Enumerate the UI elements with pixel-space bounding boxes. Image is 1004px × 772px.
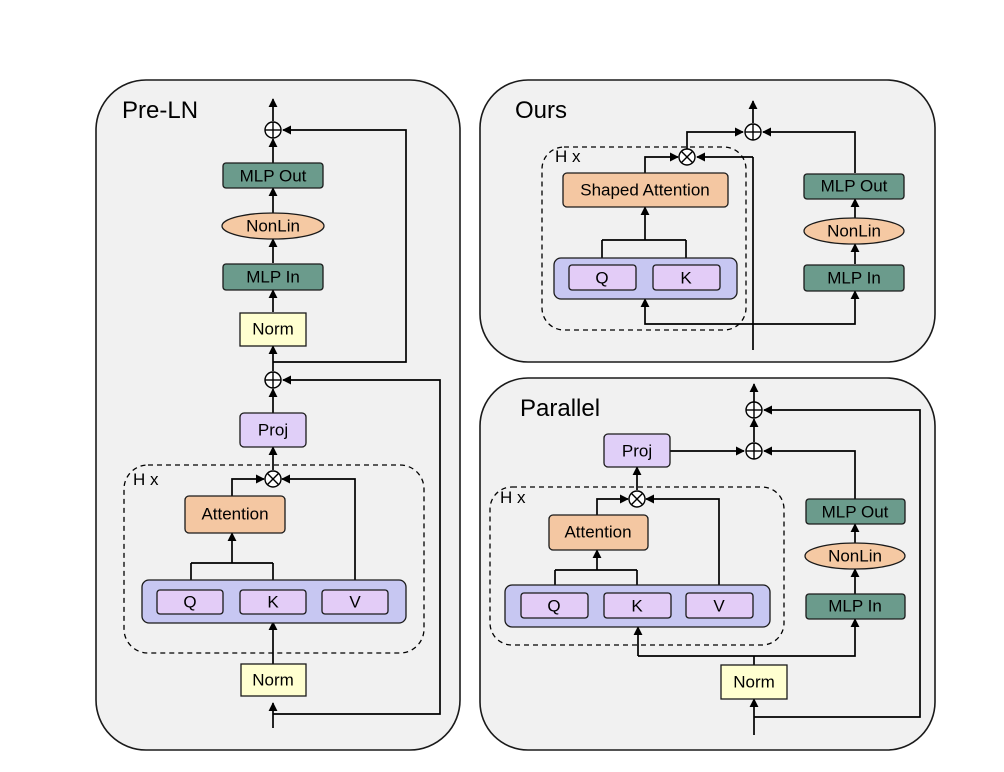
- ours-nonlin-label: NonLin: [827, 222, 881, 241]
- preln-v-label: V: [349, 593, 361, 612]
- preln-mlp-in: [222, 263, 324, 291]
- preln-wires: [190, 98, 441, 728]
- parallel-q-box: [520, 592, 589, 619]
- preln-heads-label: H x: [133, 470, 159, 489]
- circle-plus-icon: [264, 121, 282, 139]
- ours-shaped-attention-label: Shaped Attention: [580, 181, 710, 200]
- parallel-mlp-in: [805, 593, 906, 620]
- ours-nonlin: [803, 217, 905, 245]
- preln-nonlin: [221, 212, 325, 240]
- circle-plus-icon: [264, 371, 282, 389]
- preln-title: Pre-LN: [122, 97, 198, 124]
- ours-k-label: K: [680, 269, 692, 288]
- circle-times-icon: [678, 148, 696, 166]
- circle-plus-icon: [744, 123, 762, 141]
- ours-wires: [601, 100, 860, 350]
- ours-mlp-out: [803, 173, 905, 200]
- parallel-proj-label: Proj: [622, 442, 652, 461]
- parallel-v-label: V: [713, 597, 725, 616]
- preln-attention: [184, 495, 286, 534]
- parallel-norm: [720, 664, 788, 700]
- parallel-proj: [603, 433, 671, 468]
- parallel-mlp-out: [805, 498, 906, 525]
- parallel-norm-label: Norm: [733, 673, 775, 692]
- preln-mlp-out: [222, 162, 324, 189]
- preln-k-box: [239, 589, 307, 615]
- circle-times-icon: [628, 490, 646, 508]
- parallel-q-label: Q: [547, 597, 560, 616]
- parallel-heads-label: H x: [500, 488, 526, 507]
- preln-norm-bottom: [240, 663, 307, 697]
- preln-mlp-out-label: MLP Out: [240, 167, 307, 186]
- preln-proj-label: Proj: [258, 421, 288, 440]
- parallel-mlp-out-label: MLP Out: [822, 503, 889, 522]
- preln-norm-bottom-label: Norm: [252, 671, 294, 690]
- parallel-attention: [548, 514, 649, 551]
- parallel-wires: [554, 383, 921, 735]
- ours-heads-group: [541, 146, 747, 331]
- ours-shaped-attention: [562, 172, 729, 208]
- parallel-v-box: [685, 592, 754, 619]
- ours-mlp-in-label: MLP In: [827, 269, 881, 288]
- preln-norm-top: [239, 312, 307, 347]
- parallel-nonlin: [804, 542, 906, 570]
- ours-title: Ours: [515, 97, 567, 124]
- parallel-k-label: K: [631, 597, 643, 616]
- circle-plus-icon: [745, 442, 763, 460]
- parallel-mlp-in-label: MLP In: [828, 597, 882, 616]
- ours-k-box: [652, 264, 721, 291]
- ours-q-box: [568, 264, 637, 291]
- preln-proj: [239, 412, 307, 448]
- preln-norm-top-label: Norm: [252, 320, 294, 339]
- ours-panel: Ours H x Shaped Attention Q K MLP Out: [479, 79, 936, 363]
- parallel-heads-group: [489, 486, 785, 646]
- circle-times-icon: [264, 470, 282, 488]
- preln-attention-label: Attention: [201, 505, 268, 524]
- ours-q-label: Q: [595, 269, 608, 288]
- parallel-k-box: [603, 592, 672, 619]
- ours-mlp-in: [803, 264, 905, 292]
- preln-v-box: [321, 589, 389, 615]
- parallel-nonlin-label: NonLin: [828, 547, 882, 566]
- preln-k-label: K: [267, 593, 279, 612]
- preln-panel: Pre-LN H x MLP Out NonLin: [95, 79, 461, 751]
- ours-mlp-out-label: MLP Out: [821, 177, 888, 196]
- preln-q-box: [156, 589, 224, 615]
- parallel-panel: Parallel H x Proj Attention: [479, 377, 936, 751]
- preln-nonlin-label: NonLin: [246, 217, 300, 236]
- preln-q-label: Q: [183, 593, 196, 612]
- parallel-attention-label: Attention: [564, 523, 631, 542]
- parallel-title: Parallel: [520, 395, 600, 422]
- parallel-panel-bg: [479, 377, 936, 751]
- preln-mlp-in-label: MLP In: [246, 268, 300, 287]
- preln-heads-group: [123, 464, 425, 654]
- circle-plus-icon: [745, 401, 763, 419]
- ours-heads-label: H x: [555, 147, 581, 166]
